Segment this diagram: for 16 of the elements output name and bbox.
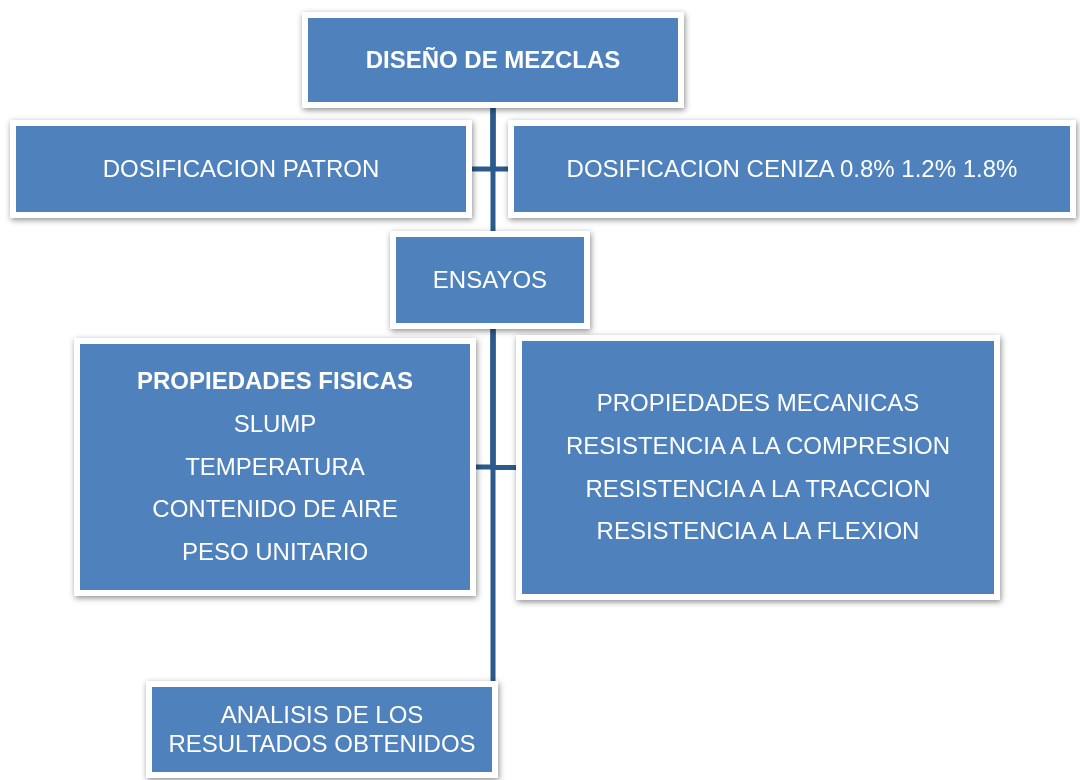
connector-line (490, 108, 496, 231)
box-text: DOSIFICACION CENIZA 0.8% 1.2% 1.8% (565, 154, 1019, 184)
box-text: TEMPERATURA (185, 451, 365, 482)
box-text: DISEÑO DE MEZCLAS (364, 45, 622, 75)
box-text: PESO UNITARIO (181, 537, 369, 568)
box-heading: PROPIEDADES FISICAS (136, 366, 413, 396)
box-text: RESISTENCIA A LA TRACCION (585, 473, 931, 504)
connector-line (490, 329, 496, 681)
box-text: CONTENIDO DE AIRE (152, 494, 398, 525)
box-text: RESISTENCIA A LA COMPRESION (565, 430, 951, 461)
box-text: ANALISIS DE LOS RESULTADOS OBTENIDOS (167, 700, 477, 759)
box-text: RESISTENCIA A LA FLEXION (596, 516, 920, 547)
box-text: DOSIFICACION PATRON (101, 154, 381, 184)
box-text: SLUMP (233, 408, 317, 439)
box-text: ENSAYOS (431, 265, 549, 295)
box-heading: PROPIEDADES MECANICAS (596, 387, 920, 418)
